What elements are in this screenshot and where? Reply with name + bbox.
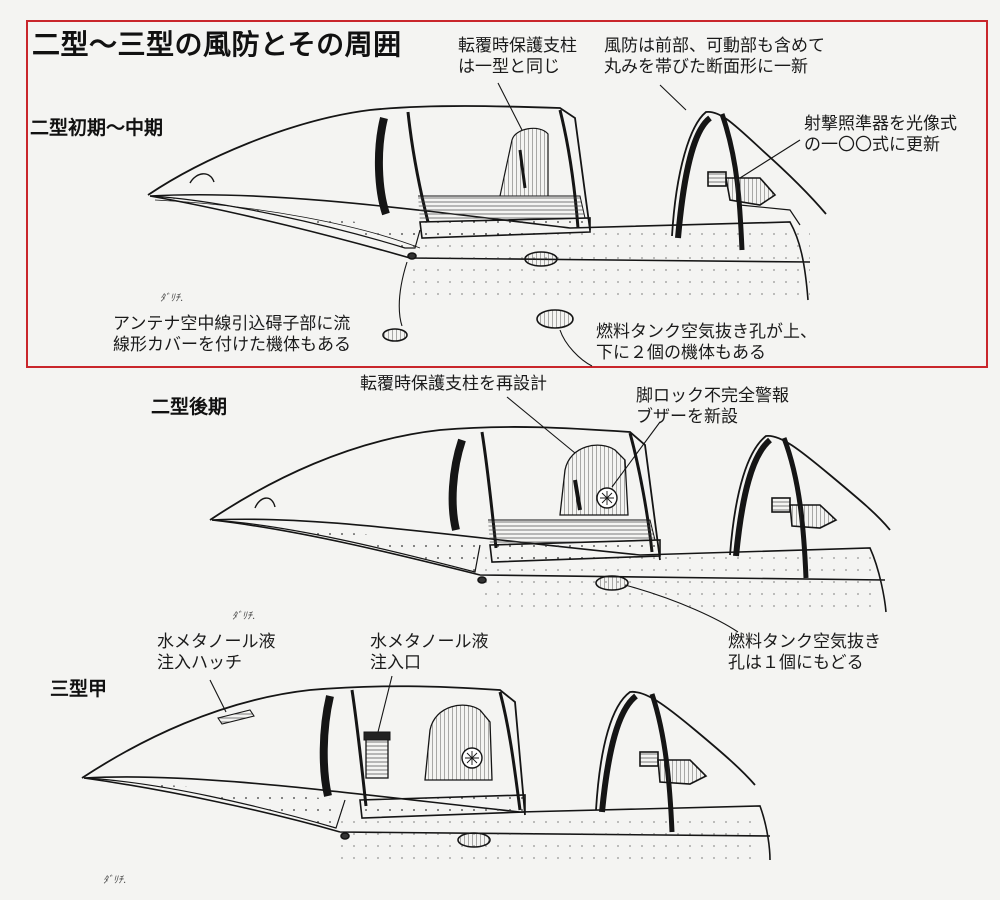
annotation-antenna: アンテナ空中線引込碍子部に流 線形カバーを付けた機体もある bbox=[113, 314, 351, 356]
artist-signature: ﾀﾞﾘﾁ. bbox=[160, 293, 184, 304]
drawing-late bbox=[209, 396, 891, 633]
annotation-fuel-vent-early: 燃料タンク空気抜き孔が上、 下に２個の機体もある bbox=[596, 322, 817, 364]
artist-signature: ﾀﾞﾘﾁ. bbox=[103, 875, 127, 886]
annotation-gear-buzzer: 脚ロック不完全警報 ブザーを新設 bbox=[636, 386, 789, 428]
page-title: 二型〜三型の風防とその周囲 bbox=[32, 28, 402, 61]
section-label-late: 二型後期 bbox=[151, 396, 228, 418]
artist-signature: ﾀﾞﾘﾁ. bbox=[232, 611, 256, 622]
annotation-water-inlet: 水メタノール液 注入口 bbox=[370, 632, 489, 674]
annotation-water-hatch: 水メタノール液 注入ハッチ bbox=[157, 632, 276, 674]
drawing-early bbox=[147, 82, 827, 367]
annotation-rollover-redesign: 転覆時保護支柱を再設計 bbox=[360, 374, 547, 394]
annotation-fuel-vent-late: 燃料タンク空気抜き 孔は１個にもどる bbox=[728, 632, 881, 674]
section-label-type3: 三型甲 bbox=[50, 678, 108, 700]
drawing-type3 bbox=[81, 675, 771, 862]
highlight-frame bbox=[26, 20, 988, 368]
annotation-rollover-support: 転覆時保護支柱 は一型と同じ bbox=[458, 36, 577, 78]
annotation-gunsight: 射撃照準器を光像式 の一〇〇式に更新 bbox=[804, 114, 957, 156]
annotation-windshield: 風防は前部、可動部も含めて 丸みを帯びた断面形に一新 bbox=[604, 36, 825, 78]
section-label-early: 二型初期〜中期 bbox=[30, 117, 164, 139]
